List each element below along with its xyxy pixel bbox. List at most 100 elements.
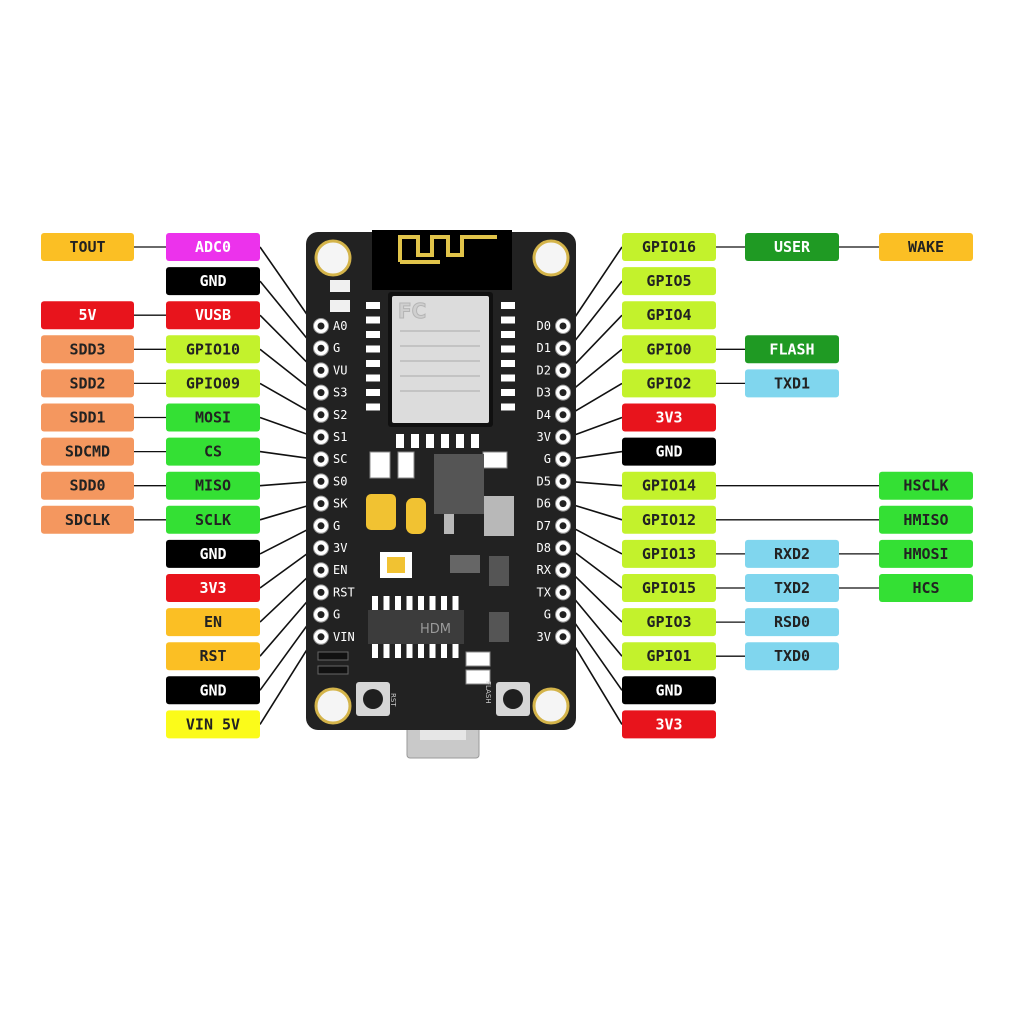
- right-extra-label-12-text: TXD0: [774, 647, 810, 665]
- mount-hole-tr: [532, 239, 570, 277]
- left-label-0: ADC0: [166, 233, 260, 261]
- esp-chip: FC: [388, 292, 493, 427]
- smd-10: [465, 669, 491, 685]
- right-outer-label-0-text: WAKE: [908, 238, 944, 256]
- left-pin-1-label: G: [333, 341, 340, 355]
- left-label-2: VUSB: [166, 301, 260, 330]
- right-label-4: GPIO2: [622, 369, 716, 398]
- right-outer-label-7: HSCLK: [879, 471, 973, 500]
- right-label-7: GPIO14: [622, 471, 716, 500]
- left-pin-3: S3: [313, 384, 347, 401]
- left-outer-label-8: SDCLK: [41, 505, 134, 534]
- right-label-9-text: GPIO13: [642, 545, 696, 563]
- right-pin-14-label: 3V: [537, 630, 551, 644]
- right-pin-5: 3V: [537, 429, 571, 445]
- right-label-8-text: GPIO12: [642, 511, 696, 529]
- right-pin-8: D6: [537, 495, 571, 512]
- right-pin-4: D4: [537, 406, 571, 423]
- flash-button[interactable]: [496, 682, 530, 716]
- nodemcu-board: FC HDM: [306, 230, 576, 759]
- right-label-13: GND: [622, 676, 716, 705]
- right-label-2-text: GPIO4: [646, 306, 691, 324]
- left-pin-10: 3V: [313, 540, 347, 556]
- right-extra-label-9-text: RXD2: [774, 545, 810, 563]
- left-label-4-text: GPIO09: [186, 374, 240, 392]
- pin-labels: ADC0TOUTGNDVUSB5VGPIO10SDD3GPIO09SDD2MOS…: [41, 233, 973, 739]
- left-pin-9: G: [313, 517, 340, 534]
- right-extra-label-10-text: TXD2: [774, 579, 810, 597]
- usb-serial-chip: HDM: [368, 610, 464, 644]
- antenna-trace: [398, 235, 497, 262]
- right-pin-1: D1: [537, 340, 571, 357]
- right-pin-8-label: D6: [537, 497, 551, 511]
- chip-logo: FC: [398, 299, 426, 323]
- left-pin-0: A0: [313, 318, 347, 334]
- smd-4: [397, 451, 415, 479]
- left-label-11: EN: [166, 608, 260, 637]
- left-pin-6: SC: [313, 451, 347, 468]
- smd-1: [330, 280, 350, 292]
- right-pin-13-label: G: [544, 608, 551, 622]
- right-outer-label-9-text: HMOSI: [903, 545, 948, 563]
- left-pin-7: S0: [313, 473, 347, 490]
- left-label-1: GND: [166, 267, 260, 296]
- crystal: [366, 494, 396, 530]
- right-pin-6: G: [544, 451, 571, 468]
- rst-button[interactable]: [356, 682, 390, 716]
- right-label-1-text: GPIO5: [646, 272, 691, 290]
- left-outer-label-5: SDD1: [41, 403, 134, 432]
- right-pin-13: G: [544, 606, 571, 623]
- right-pin-11: RX: [537, 562, 571, 579]
- smd-11: [317, 651, 349, 661]
- right-label-4-text: GPIO2: [646, 374, 691, 392]
- left-pin-10-label: 3V: [333, 541, 347, 555]
- left-label-13: GND: [166, 676, 260, 705]
- left-pin-13-label: G: [333, 608, 340, 622]
- right-label-7-text: GPIO14: [642, 477, 696, 495]
- mount-hole-bl: [314, 687, 352, 725]
- left-pin-0-label: A0: [333, 319, 347, 333]
- left-pin-7-label: S0: [333, 474, 347, 488]
- right-extra-label-10: TXD2: [745, 574, 839, 602]
- right-label-14: 3V3: [622, 710, 716, 739]
- left-outer-label-3: SDD3: [41, 335, 134, 364]
- right-label-5: 3V3: [622, 403, 716, 432]
- mount-hole-br: [532, 687, 570, 725]
- right-pin-9: D7: [537, 517, 571, 534]
- left-outer-label-0: TOUT: [41, 233, 134, 261]
- left-label-3-text: GPIO10: [186, 340, 240, 358]
- left-label-6-text: CS: [204, 443, 222, 461]
- usb-chip-legs: [372, 596, 459, 658]
- left-label-4: GPIO09: [166, 369, 260, 398]
- right-label-5-text: 3V3: [655, 409, 682, 427]
- left-outer-label-7: SDD0: [41, 471, 134, 500]
- left-pin-11-label: EN: [333, 563, 347, 577]
- right-extra-label-4: TXD1: [745, 369, 839, 398]
- right-label-2: GPIO4: [622, 301, 716, 330]
- right-pin-10: D8: [537, 540, 571, 556]
- smd-12: [317, 665, 349, 675]
- right-pin-0-label: D0: [537, 319, 551, 333]
- left-outer-label-5-text: SDD1: [69, 409, 105, 427]
- left-label-8-text: SCLK: [195, 511, 231, 529]
- left-outer-label-0-text: TOUT: [69, 238, 105, 256]
- left-outer-label-6: SDCMD: [41, 437, 134, 466]
- left-label-2-text: VUSB: [195, 306, 231, 324]
- right-label-12-text: GPIO1: [646, 647, 691, 665]
- right-label-9: GPIO13: [622, 539, 716, 568]
- left-outer-label-4-text: SDD2: [69, 374, 105, 392]
- left-pin-12-label: RST: [333, 585, 355, 599]
- left-pin-4: S2: [313, 406, 347, 423]
- left-label-8: SCLK: [166, 505, 260, 534]
- regulator-leg: [444, 514, 454, 534]
- right-label-0: GPIO16: [622, 233, 716, 261]
- left-label-14: VIN 5V: [166, 710, 260, 739]
- left-outer-label-6-text: SDCMD: [65, 443, 110, 461]
- right-label-1: GPIO5: [622, 267, 716, 296]
- right-pin-4-label: D4: [537, 408, 551, 422]
- right-label-3-text: GPIO0: [646, 340, 691, 358]
- rst-button-label: RST: [389, 693, 397, 707]
- right-pin-10-label: D8: [537, 541, 551, 555]
- left-pin-8: SK: [313, 495, 348, 512]
